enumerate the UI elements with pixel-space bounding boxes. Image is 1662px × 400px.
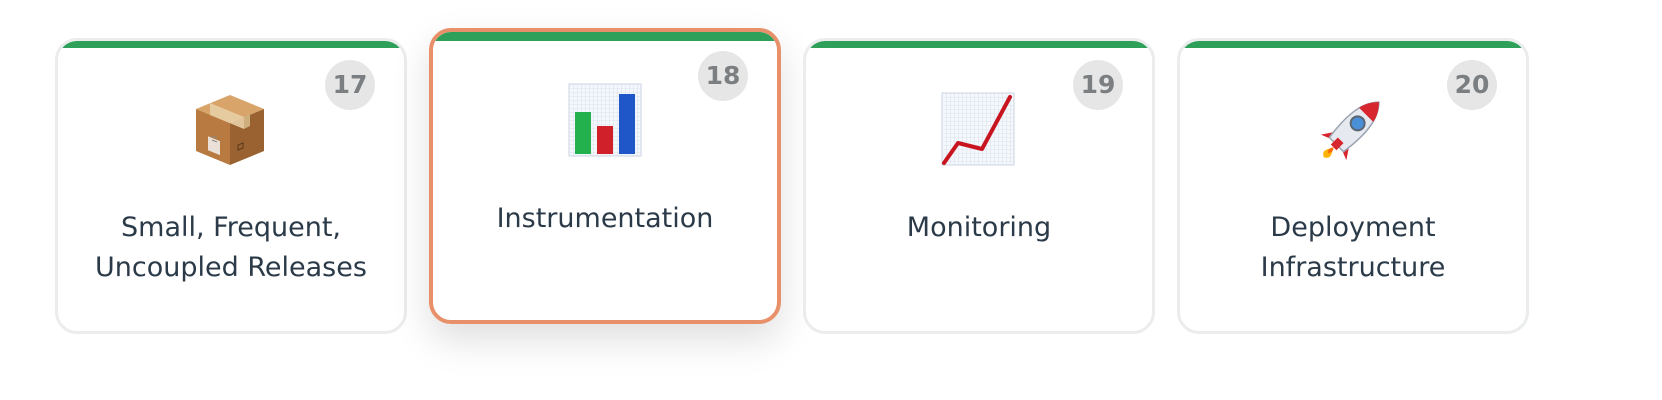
card-title: Deployment Infrastructure [1194, 208, 1512, 288]
card-title: Small, Frequent, Uncoupled Releases [72, 208, 390, 288]
card-monitoring[interactable]: 19 Monitoring [803, 38, 1155, 334]
card-title-line-1: Deployment [1270, 212, 1436, 243]
bar-chart-icon [565, 80, 645, 160]
card-title-line-1: Monitoring [906, 212, 1052, 243]
card-title: Instrumentation [447, 199, 763, 239]
card-top-accent [1180, 41, 1526, 48]
card-instrumentation[interactable]: 18 Instrumentation [429, 28, 781, 324]
card-title-line-2: Infrastructure [1260, 252, 1446, 283]
card-small-frequent-uncoupled-releases[interactable]: 17 Small, Frequent, Uncoupled Releases [55, 38, 407, 334]
card-title-line-1: Instrumentation [496, 203, 714, 234]
card-top-accent [433, 32, 777, 41]
card-title-line-2: Uncoupled Releases [95, 252, 367, 283]
rocket-icon [1312, 89, 1392, 169]
card-number-badge: 19 [1073, 60, 1123, 110]
card-title: Monitoring [820, 208, 1138, 248]
card-deployment-infrastructure[interactable]: 20 Deployment Infrastructure [1177, 38, 1529, 334]
card-number-badge: 20 [1447, 60, 1497, 110]
card-top-accent [806, 41, 1152, 48]
card-number-badge: 17 [325, 60, 375, 110]
card-top-accent [58, 41, 404, 48]
card-number-badge: 18 [698, 51, 748, 101]
package-icon [190, 89, 270, 169]
card-title-line-1: Small, Frequent, [121, 212, 341, 243]
trend-chart-icon [938, 89, 1018, 169]
